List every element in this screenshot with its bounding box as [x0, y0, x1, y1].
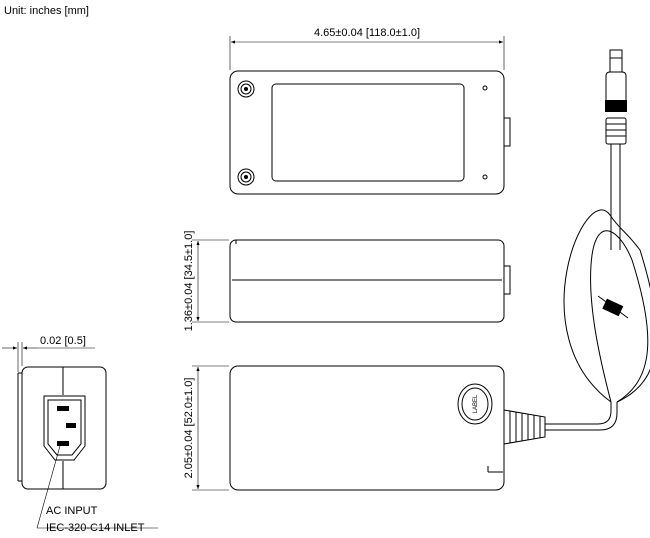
end-view: [17, 366, 107, 490]
unit-label: Unit: inches [mm]: [4, 5, 89, 17]
inlet-offset-dimension: 0.02 [0.5]: [2, 335, 95, 372]
inlet-offset-label: 0.02 [0.5]: [40, 335, 86, 347]
length-dimension-label: 4.65±0.04 [118.0±1.0]: [314, 27, 420, 39]
callout-line-2: IEC-320-C14 INLET: [46, 522, 145, 534]
side-view: [229, 239, 511, 323]
top-view: [229, 70, 511, 195]
callout-line-1: AC INPUT: [46, 505, 98, 517]
strain-relief-ribs: [509, 411, 541, 443]
width-dimension-label: 2.05±0.04 [52.0±1.0]: [183, 378, 195, 479]
ac-inlet: [43, 395, 86, 461]
length-dimension: 4.65±0.04 [118.0±1.0]: [229, 27, 505, 70]
dc-plug: [605, 49, 627, 145]
bottom-view: LABEL: [229, 365, 546, 491]
screw-icon: [237, 168, 255, 186]
label-plate-text: LABEL: [473, 394, 479, 413]
dc-cord: [545, 144, 650, 431]
height-dimension: 1.36±0.04 [34.5±1.0]: [183, 231, 229, 332]
ac-input-callout: AC INPUT IEC-320-C14 INLET: [36, 445, 158, 534]
screw-icon: [237, 80, 255, 98]
height-dimension-label: 1.36±0.04 [34.5±1.0]: [183, 231, 195, 332]
width-dimension: 2.05±0.04 [52.0±1.0]: [183, 365, 229, 491]
